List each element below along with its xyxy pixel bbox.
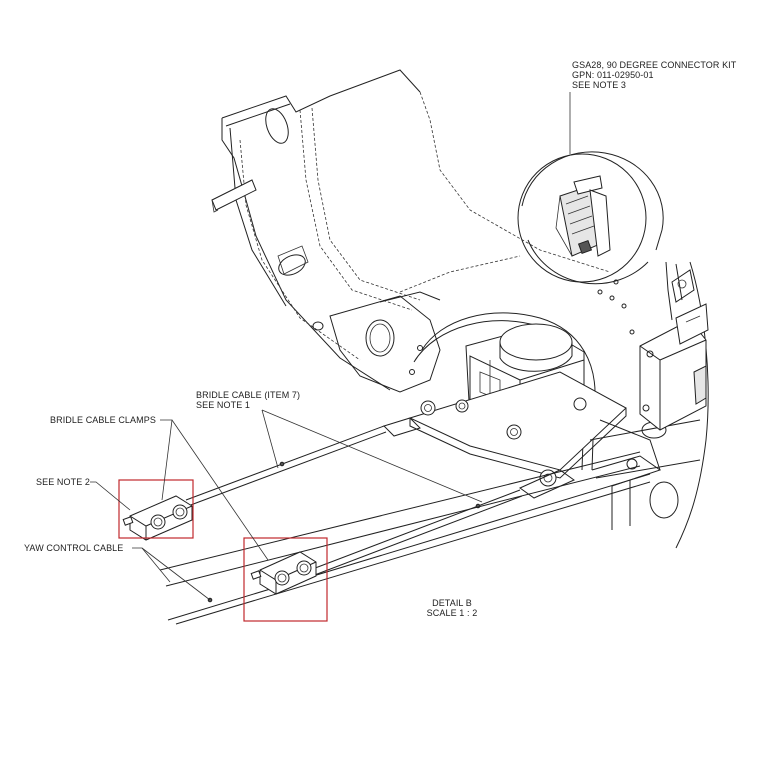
detail-caption: DETAIL B SCALE 1 : 2: [412, 598, 492, 618]
bridle-cable-note: SEE NOTE 1: [196, 400, 251, 410]
detail-title: DETAIL B: [432, 598, 472, 608]
highlight-box-lower-clamp: [243, 537, 328, 622]
connector-kit-name: GSA28, 90 DEGREE CONNECTOR KIT: [572, 60, 737, 70]
connector-kit-detail-circle: [517, 151, 664, 285]
bridle-clamps-callout: BRIDLE CABLE CLAMPS: [50, 415, 156, 425]
yaw-cable-callout: YAW CONTROL CABLE: [24, 543, 124, 553]
avionics-box: [639, 261, 709, 549]
connector-kit-callout: GSA28, 90 DEGREE CONNECTOR KIT GPN: 011-…: [572, 60, 736, 90]
leader-lines: [90, 92, 571, 601]
bridle-cable-clamp-upper: [122, 495, 193, 541]
connector-kit-gpn: GPN: 011-02950-01: [572, 70, 654, 80]
bridle-cable-callout: BRIDLE CABLE (ITEM 7) SEE NOTE 1: [196, 390, 300, 410]
gsa28-connector: [555, 175, 611, 257]
detail-scale: SCALE 1 : 2: [426, 608, 478, 618]
highlight-box-upper-clamp: [118, 479, 194, 539]
servo-assembly: [383, 312, 701, 530]
note2-callout: SEE NOTE 2: [36, 477, 91, 487]
connector-kit-note: SEE NOTE 3: [572, 80, 627, 90]
yaw-control-cable: [159, 451, 651, 625]
bridle-cable: [185, 425, 523, 577]
bridle-cable-name: BRIDLE CABLE (ITEM 7): [196, 390, 301, 400]
mounting-bracket-frame: [211, 69, 683, 393]
bridle-cable-clamp-lower: [250, 551, 317, 595]
